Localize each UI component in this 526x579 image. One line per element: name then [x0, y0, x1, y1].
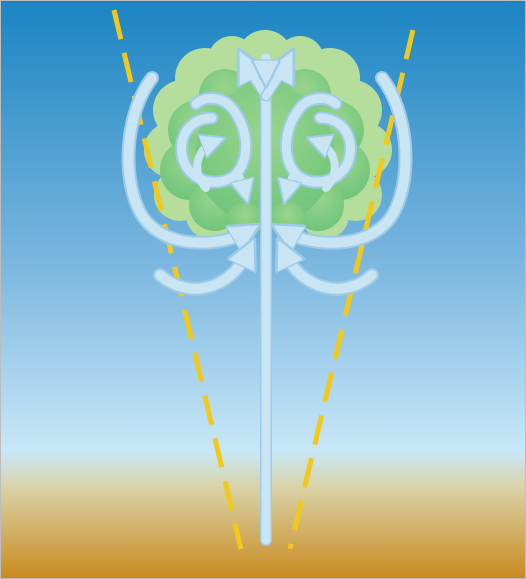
diagram-canvas	[0, 0, 526, 579]
thunderstorm-airflow-diagram	[0, 0, 526, 579]
